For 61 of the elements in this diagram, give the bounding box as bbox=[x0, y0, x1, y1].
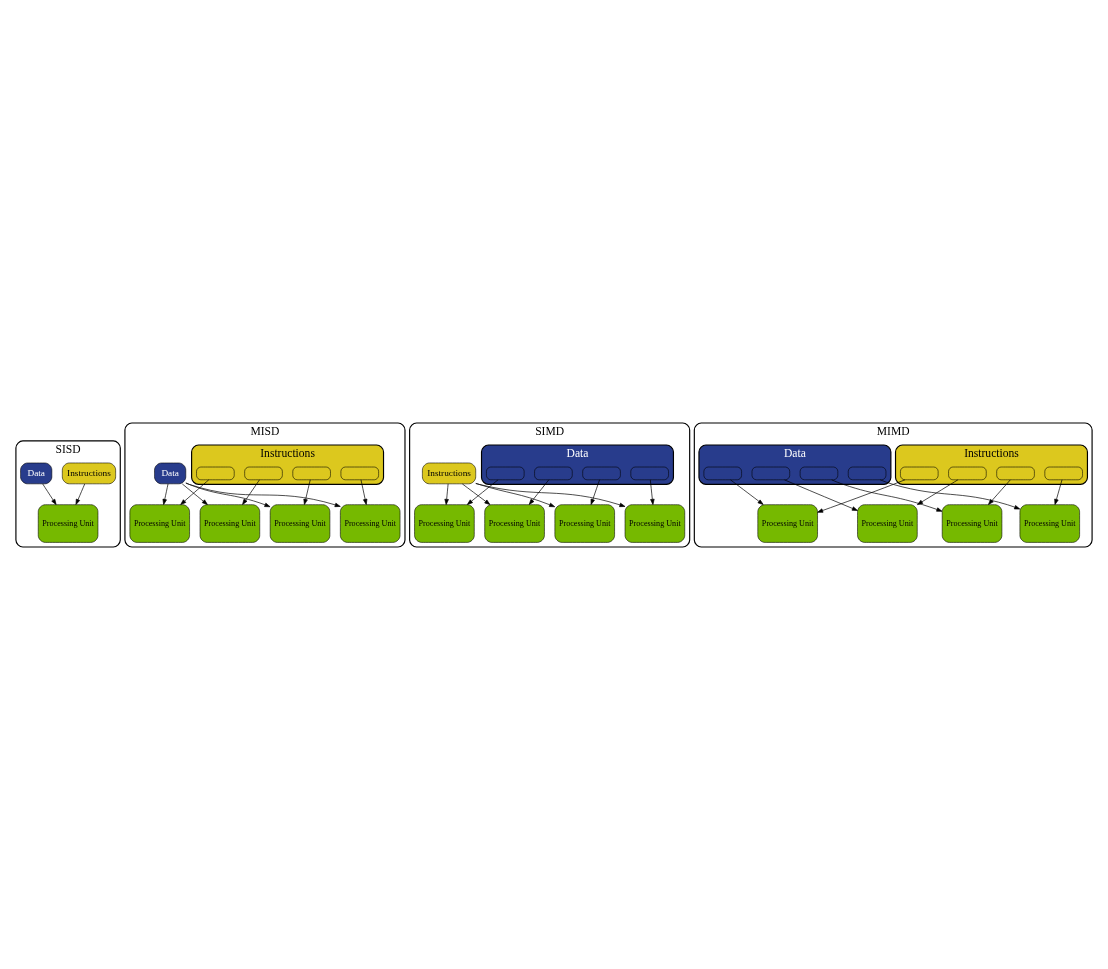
arrow bbox=[181, 483, 208, 505]
node-box: Processing Unit bbox=[1019, 503, 1080, 543]
arrow bbox=[784, 479, 858, 511]
arrow bbox=[185, 482, 341, 507]
arrow bbox=[42, 483, 57, 505]
node-bar bbox=[799, 466, 839, 480]
node-box: Processing Unit bbox=[757, 503, 818, 543]
node-box: Processing Unit bbox=[269, 503, 331, 543]
arrow bbox=[303, 478, 311, 505]
node-bar bbox=[630, 466, 669, 480]
node-box: Processing Unit bbox=[129, 503, 190, 543]
node-bar bbox=[196, 466, 235, 480]
node-bar bbox=[847, 466, 887, 480]
node-bar bbox=[751, 466, 790, 480]
node-box: Processing Unit bbox=[857, 503, 918, 543]
node-bar bbox=[582, 466, 621, 480]
node-box: Processing Unit bbox=[340, 503, 401, 543]
arrow bbox=[180, 478, 210, 505]
arrow bbox=[528, 478, 550, 505]
arrow bbox=[444, 483, 449, 505]
arrow bbox=[879, 478, 1021, 509]
node-box: Processing Unit bbox=[199, 503, 261, 543]
node-bar bbox=[244, 466, 283, 480]
arrow bbox=[649, 478, 655, 505]
arrow bbox=[730, 478, 764, 505]
arrow bbox=[162, 483, 169, 505]
arrow bbox=[831, 479, 943, 512]
arrow bbox=[461, 483, 491, 505]
node-box: Data bbox=[20, 462, 53, 484]
node-box: Processing Unit bbox=[37, 503, 99, 543]
arrow bbox=[1054, 478, 1063, 505]
arrow bbox=[242, 478, 260, 505]
arrow bbox=[467, 478, 499, 505]
node-box: Processing Unit bbox=[624, 503, 686, 543]
node-bar bbox=[486, 466, 525, 480]
node-bar bbox=[996, 466, 1035, 480]
node-box: Processing Unit bbox=[941, 503, 1003, 543]
node-bar bbox=[292, 466, 331, 480]
node-box: Instructions bbox=[62, 462, 116, 484]
arrow bbox=[917, 478, 959, 505]
node-bar bbox=[534, 466, 573, 480]
arrow bbox=[360, 478, 368, 505]
node-bar bbox=[340, 466, 379, 480]
arrow bbox=[475, 482, 626, 507]
arrow bbox=[590, 478, 600, 505]
node-bar bbox=[900, 466, 939, 480]
arrow bbox=[817, 478, 906, 513]
cluster: Instructions bbox=[894, 443, 1089, 485]
node-box: Processing Unit bbox=[414, 503, 475, 543]
node-box: Instructions bbox=[422, 462, 476, 484]
node-box: Data bbox=[154, 462, 187, 484]
cluster: Data bbox=[698, 443, 892, 485]
arrow bbox=[75, 483, 86, 505]
node-bar bbox=[703, 466, 742, 480]
cluster: Data bbox=[480, 443, 675, 485]
arrow bbox=[988, 478, 1011, 505]
node-box: Processing Unit bbox=[554, 503, 615, 543]
cluster: Instructions bbox=[191, 443, 385, 485]
node-box: Processing Unit bbox=[484, 503, 545, 543]
node-bar bbox=[1044, 466, 1083, 480]
node-bar bbox=[948, 466, 987, 480]
